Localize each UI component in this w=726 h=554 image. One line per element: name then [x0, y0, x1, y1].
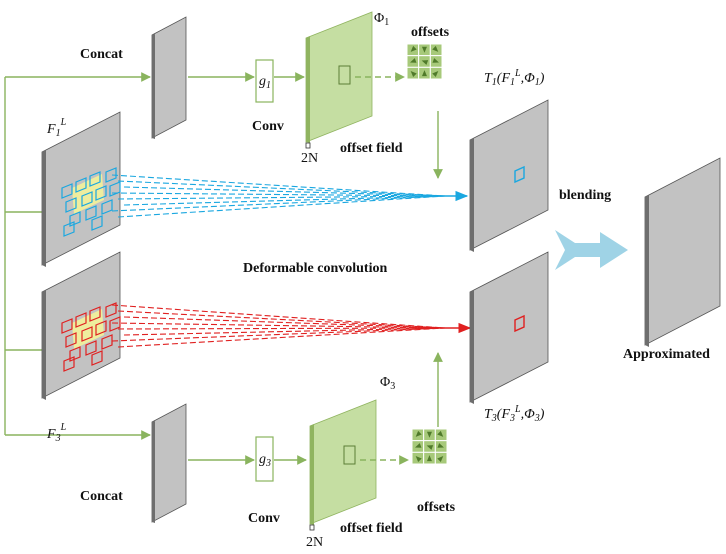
concat-plane-bottom — [151, 403, 187, 523]
blending-label: blending — [559, 188, 611, 203]
output-plane-t3 — [469, 251, 549, 404]
input-bus-lines — [4, 72, 151, 440]
deformable-lines-blue — [111, 174, 446, 218]
two-n-label-top: 2N — [301, 151, 318, 166]
offsets-label-top: offsets — [411, 25, 450, 40]
phi1-label: Φ1 — [374, 11, 389, 28]
output-plane-t1 — [469, 99, 549, 252]
g1-label: g1 — [259, 74, 271, 91]
offsets-grid-top — [406, 43, 443, 80]
offsets-grid-bottom — [411, 428, 448, 465]
t1-label: T1(F1L,Φ1) — [484, 68, 545, 88]
concat-label-bottom: Concat — [80, 489, 123, 504]
f1-label: F1L — [46, 117, 67, 139]
g3-label: g3 — [259, 452, 271, 469]
blend-arrow — [555, 230, 628, 270]
sampling-points-f3 — [61, 302, 121, 372]
offset-field-label-top: offset field — [340, 141, 403, 156]
offset-field-plane-top — [305, 11, 373, 149]
two-n-label-bottom: 2N — [306, 535, 323, 550]
t3-label: T3(F3L,Φ3) — [484, 404, 545, 424]
conv-label-bottom: Conv — [248, 511, 280, 526]
offset-field-plane-bottom — [309, 399, 377, 531]
approximated-label: Approximated — [623, 347, 710, 362]
f3-label: F3L — [46, 422, 67, 444]
conv-box-g1 — [255, 59, 274, 103]
concat-plane-top — [151, 16, 187, 139]
phi3-label: Φ3 — [380, 375, 395, 392]
offsets-label-bottom: offsets — [417, 500, 456, 515]
sampling-points-f1 — [61, 167, 121, 237]
deformable-convolution-label: Deformable convolution — [243, 261, 387, 276]
conv-box-g3 — [255, 436, 274, 482]
concat-label-top: Concat — [80, 47, 123, 62]
offset-field-label-bottom: offset field — [340, 521, 403, 536]
conv-label-top: Conv — [252, 119, 284, 134]
approximated-plane — [644, 157, 721, 347]
deformable-lines-red — [111, 304, 446, 348]
